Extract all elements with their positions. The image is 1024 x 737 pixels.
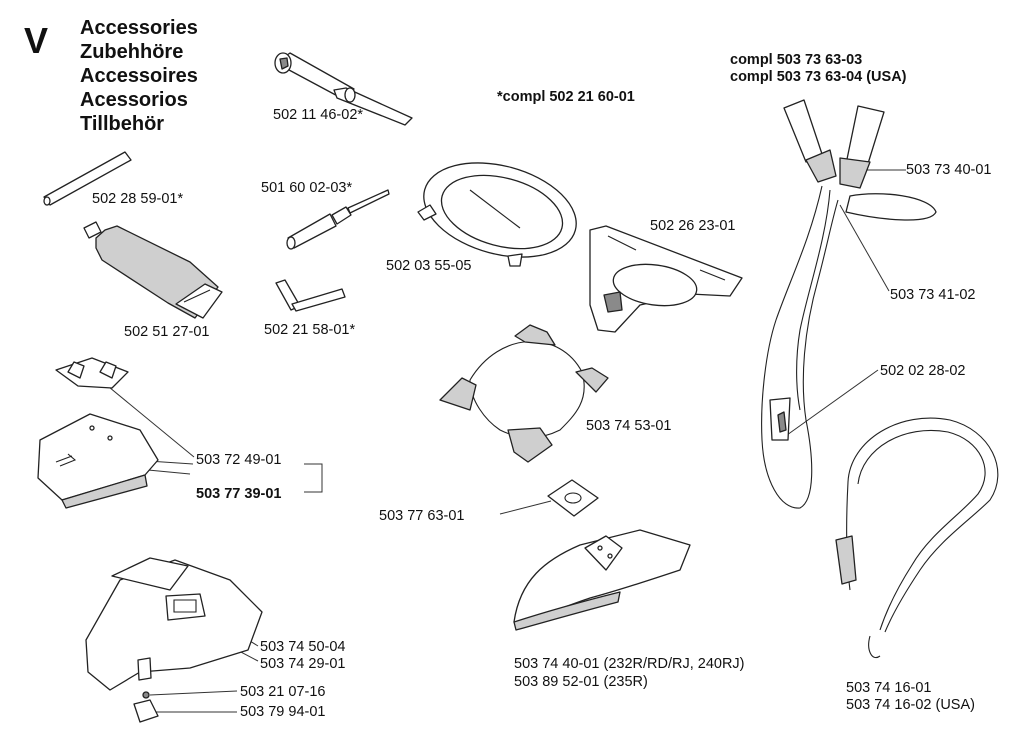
part-number-trimmer-head: 502 03 55-05 [386,258,472,274]
title-pt: Acessorios [80,89,188,111]
socket-wrench-drawing [275,53,412,125]
part-number-square-plate: 503 77 63-01 [379,508,465,524]
part-number-guard-bracket: 503 72 49-01 [196,452,282,468]
title-en: Accessories [80,17,198,39]
hex-key-drawing [276,280,345,311]
rod-drawing [44,152,131,205]
screwdriver-drawing [287,190,389,249]
part-number-strap-1: 503 74 16-01 [846,680,932,696]
part-number-screw: 503 21 07-16 [240,684,326,700]
leader-lines [98,170,906,712]
strap-drawing [836,418,998,658]
part-number-socket-wrench: 502 11 46-02* [273,107,364,123]
guard-bracket-drawing [56,358,128,388]
grease-tube-drawing [84,222,222,318]
part-number-support-plate: 502 26 23-01 [650,218,736,234]
shoulder-frame-drawing [440,325,608,462]
trimmer-head-drawing [413,147,586,272]
part-number-guard-large-1: 503 74 50-04 [260,639,346,655]
part-number-harness-buckle: 503 73 40-01 [906,162,992,178]
guard-small-drawing [38,414,158,508]
part-number-rod: 502 28 59-01* [92,191,184,207]
part-number-guard-kit: 503 77 39-01 [196,486,282,502]
support-plate-drawing [590,226,742,332]
blade-guard-drawing [514,530,690,630]
part-number-guard-large-2: 503 74 29-01 [260,656,346,672]
title-fr: Accessoires [80,65,198,87]
section-letter: V [24,20,49,61]
title-de: Zubehhöre [80,41,184,63]
part-number-blade-guard-1: 503 74 40-01 (232R/RD/RJ, 240RJ) [514,656,745,672]
part-number-screwdriver: 501 60 02-03* [261,180,353,196]
harness-compl-note-2: compl 503 73 63-04 (USA) [730,69,907,85]
guard-large-drawing [86,558,262,722]
part-number-blade-guard-2: 503 89 52-01 (235R) [514,674,648,690]
part-number-grease-tube: 502 51 27-01 [124,324,210,340]
part-number-hex-key: 502 21 58-01* [264,322,356,338]
compl-kit-note: *compl 502 21 60-01 [497,89,635,105]
square-plate-drawing [548,480,598,516]
harness-drawing [762,100,936,508]
part-number-harness-strap: 503 73 41-02 [890,287,976,303]
part-number-strap-2: 503 74 16-02 (USA) [846,697,975,713]
harness-compl-note-1: compl 503 73 63-03 [730,52,863,68]
part-number-shoulder-frame: 503 74 53-01 [586,418,672,434]
title-sv: Tillbehör [80,113,165,135]
part-number-harness-hook: 502 02 28-02 [880,363,966,379]
part-number-clip: 503 79 94-01 [240,704,326,720]
